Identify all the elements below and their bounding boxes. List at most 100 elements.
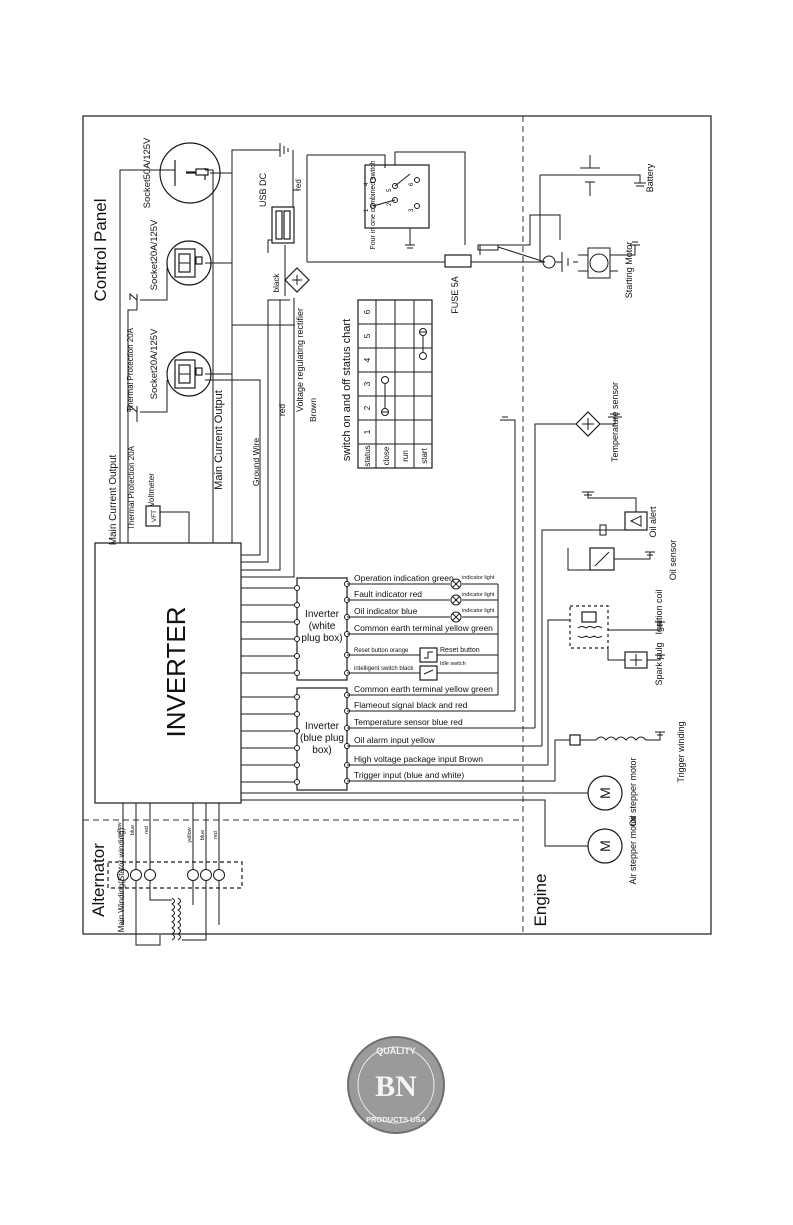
alt-wire-red-1: red (144, 826, 150, 834)
trigger-winding-label: Trigger winding (676, 721, 686, 782)
blue-plug-signal-wires (347, 694, 555, 782)
inverter-box (94, 542, 242, 804)
logo-top-text: QUALITY (376, 1046, 416, 1056)
signal-intelligent-switch-label: intelligent switch black (354, 666, 414, 672)
switch-pin-2: 2 (387, 202, 393, 206)
alt-wire-yellow-1: yellow (117, 822, 123, 837)
flameout-wiring (500, 416, 516, 711)
alt-wire-yellow-2: yellow (187, 827, 193, 842)
usb-dc-label: USB DC (258, 173, 268, 208)
rectifier-brown-label: Brown (308, 398, 318, 422)
alt-wire-red-2: red (213, 831, 219, 839)
reset-button-label: Reset button (440, 647, 480, 654)
logo-monogram: BN (375, 1070, 417, 1103)
trigger-connector-icon (569, 734, 581, 746)
logo-bottom-text: PRODUCTS USA (366, 1115, 427, 1124)
indicator-light-label-3: indicator light (462, 608, 495, 614)
brand-logo: QUALITY BN PRODUCTS USA (347, 1036, 445, 1134)
status-row-start: start (420, 447, 429, 463)
main-current-output-label-2: Main Current Output (213, 390, 225, 490)
inverter-white-plug-box (296, 577, 348, 681)
status-row-close: close (382, 446, 391, 465)
blue-box-label-1: Inverter (305, 721, 340, 732)
idle-switch-icon (419, 665, 438, 681)
oil-stepper-motor-label: Oil stepper motor (628, 757, 638, 826)
status-row-run: run (401, 450, 410, 462)
white-box-label-1: Inverter (305, 609, 340, 620)
signal-operation-label: Operation indication green (354, 573, 454, 583)
thermal-switch-top-icon (129, 292, 138, 310)
alt-wire-blue-2: blue (200, 830, 206, 840)
engine-title: Engine (531, 874, 550, 927)
temperature-sensor-wiring (534, 413, 622, 728)
blue-box-pins (294, 692, 350, 785)
rectifier-label: Voltage regulating rectifier (295, 308, 305, 412)
switch-pin-5: 5 (387, 188, 393, 192)
socket-20a-top-label: Socket20A/125V (149, 219, 160, 290)
spark-plug-label: Spark pulg (654, 642, 664, 685)
signal-trigger-label: Trigger input (blue and white) (354, 770, 464, 780)
alternator-title: Alternator (89, 843, 108, 917)
status-col-5: 5 (363, 333, 372, 338)
switch-pin-4: 4 (364, 182, 370, 186)
trigger-wiring (554, 739, 570, 781)
air-stepper-motor-label: Air stepper motor (628, 815, 638, 884)
main-current-output-label-1: Main Current Output (108, 454, 119, 545)
idle-switch-label: Idle switch (440, 661, 466, 667)
diagram-frame (82, 115, 712, 935)
fuse-icon (444, 254, 472, 268)
battery-label: Battery (645, 163, 655, 192)
switch-pin-3: 3 (409, 208, 415, 212)
stator-winding-icon (171, 897, 181, 941)
voltmeter-wire (160, 511, 190, 543)
inverter-to-blue-box-wires (241, 696, 297, 783)
status-col-status: status (363, 445, 372, 466)
switch-pin-1: 1 (364, 208, 370, 212)
thermal-protection-top-label: Thermal Protection 20A (126, 327, 135, 412)
combined-switch-pins (370, 177, 420, 209)
socket-50a-label: Socket50A/125V (142, 137, 153, 208)
status-chart-title: switch on and off status chart (341, 319, 353, 461)
white-plug-signal-wires (347, 583, 499, 695)
white-box-pins (294, 581, 350, 676)
status-col-4: 4 (363, 357, 372, 362)
oil-alert-label: Oil alert (648, 506, 658, 538)
oil-alert-wiring (541, 491, 637, 746)
status-col-6: 6 (363, 309, 372, 314)
status-col-2: 2 (363, 405, 372, 410)
inverter-to-white-box-wires (241, 587, 297, 674)
oil-sensor-label: Oil sensor (668, 540, 678, 581)
indicator-light-label-2: indicator light (462, 592, 495, 598)
blue-plug-signal-labels: Common earth terminal yellow green Flame… (354, 684, 493, 780)
status-col-1: 1 (363, 429, 372, 434)
usb-dc-icon (271, 206, 295, 244)
switch-pin-6: 6 (409, 182, 415, 186)
socket-20a-bottom-label: Socket20A/125V (149, 328, 160, 399)
signal-high-voltage-label: High voltage package input Brown (354, 754, 483, 764)
white-box-label-2: (white (309, 621, 336, 632)
trigger-winding-icon (580, 731, 665, 741)
starting-motor-icon (578, 247, 618, 279)
blue-box-label-3: box) (312, 745, 331, 756)
indicator-light-label-1: indicator light (462, 575, 495, 581)
combined-switch-label: Four in one combined switch (370, 160, 377, 249)
ground-icon (279, 143, 289, 157)
air-stepper-wire (241, 799, 588, 847)
alternator-terminals (117, 869, 225, 881)
signal-oil-alarm-label: Oil alarm input yellow (354, 735, 436, 745)
thermal-protection-bottom-label: Thermal Protection 20A (127, 445, 136, 530)
signal-reset-label: Reset button orange (354, 648, 409, 654)
usb-red-label: red (294, 179, 303, 191)
rectifier-black-label: black (272, 273, 281, 293)
indicator-light-icon (450, 578, 462, 623)
alt-wire-blue-1: blue (130, 825, 136, 835)
main-winding-label: Main Winding(Stator winding) (117, 827, 126, 932)
air-stepper-motor-symbol: M (597, 840, 613, 852)
fuse-label: FUSE 5A (450, 276, 460, 314)
ignition-wiring (547, 619, 665, 765)
control-panel-wiring (119, 149, 300, 578)
status-chart-table (357, 299, 433, 469)
battery-icon (575, 155, 605, 196)
starter-wiring (498, 174, 646, 272)
